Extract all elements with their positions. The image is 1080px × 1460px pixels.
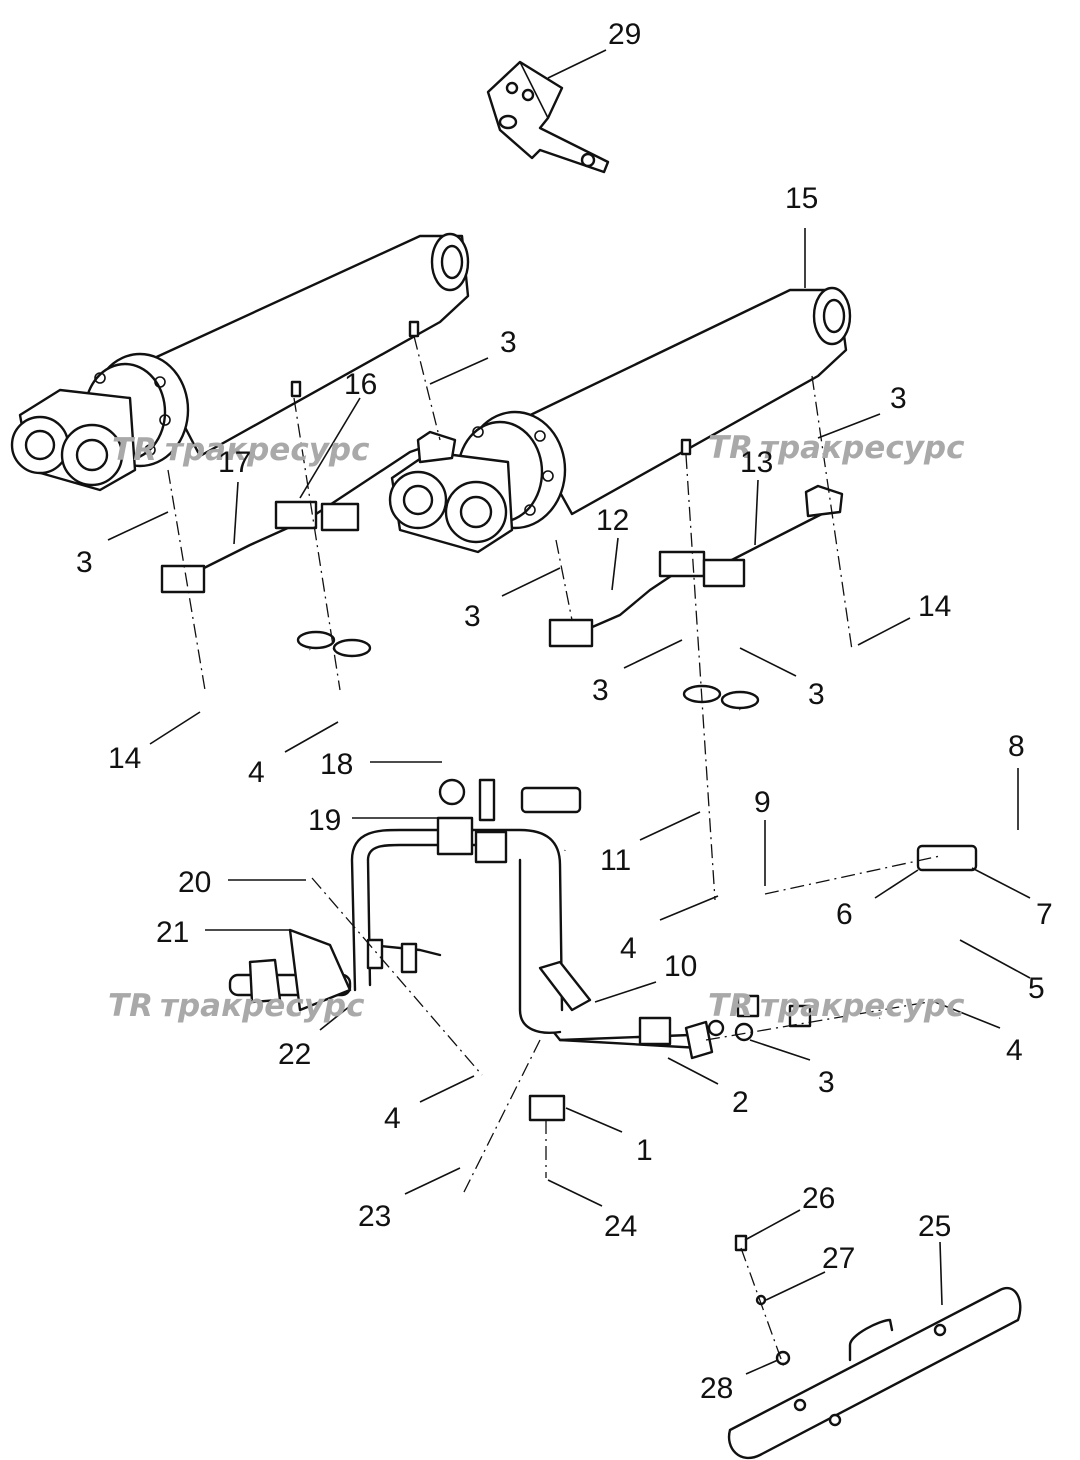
callout-20: 20 bbox=[178, 866, 211, 899]
callout-17: 17 bbox=[218, 446, 251, 479]
callout-4-b: 4 bbox=[620, 932, 637, 965]
callout-11: 11 bbox=[600, 844, 631, 877]
watermark-bottom-right: TR тракресурс bbox=[708, 988, 965, 1024]
callout-3-b: 3 bbox=[890, 382, 907, 415]
hoses-right bbox=[682, 684, 981, 1027]
callout-29: 29 bbox=[608, 18, 641, 51]
callout-10: 10 bbox=[664, 950, 697, 983]
callout-15: 15 bbox=[785, 182, 818, 215]
callout-3-d: 3 bbox=[464, 600, 481, 633]
callout-14-b: 14 bbox=[108, 742, 141, 775]
leader-lines bbox=[107, 49, 1031, 1375]
callout-4-a: 4 bbox=[248, 756, 265, 789]
callout-4-c: 4 bbox=[1006, 1034, 1023, 1067]
callout-6: 6 bbox=[836, 898, 853, 931]
assembly-lines bbox=[167, 335, 941, 1371]
watermark-logo: TR bbox=[112, 432, 157, 468]
callout-23: 23 bbox=[358, 1200, 391, 1233]
callout-labels: 29 15 3 16 3 17 13 12 3 14 3 3 3 14 4 18… bbox=[76, 18, 1053, 1405]
cylinder-right bbox=[388, 286, 852, 554]
callout-5: 5 bbox=[1028, 972, 1045, 1005]
callout-21: 21 bbox=[156, 916, 189, 949]
callout-3-f: 3 bbox=[808, 678, 825, 711]
watermark-logo: TR bbox=[708, 988, 753, 1024]
watermark-bottom-left: TR тракресурс bbox=[108, 988, 365, 1024]
pipe-16-17 bbox=[160, 430, 457, 594]
callout-4-d: 4 bbox=[384, 1102, 401, 1135]
watermark-logo: TR bbox=[108, 988, 153, 1024]
watermark-logo: TR bbox=[708, 430, 753, 466]
callout-12: 12 bbox=[596, 504, 629, 537]
callout-9: 9 bbox=[754, 786, 771, 819]
callout-2: 2 bbox=[732, 1086, 749, 1119]
watermark-top-left: TR тракресурс bbox=[112, 432, 370, 468]
callout-8: 8 bbox=[1008, 730, 1025, 763]
callout-16: 16 bbox=[344, 368, 377, 401]
callout-3-e: 3 bbox=[592, 674, 609, 707]
callout-18: 18 bbox=[320, 748, 353, 781]
callout-28: 28 bbox=[700, 1372, 733, 1405]
bracket-29 bbox=[486, 60, 610, 174]
callout-3-a: 3 bbox=[500, 326, 517, 359]
cylinder-left bbox=[10, 232, 470, 492]
callout-26: 26 bbox=[802, 1182, 835, 1215]
callout-3-g: 3 bbox=[818, 1066, 835, 1099]
callout-14-a: 14 bbox=[918, 590, 951, 623]
callout-13: 13 bbox=[740, 446, 773, 479]
callout-27: 27 bbox=[822, 1242, 855, 1275]
pipe-12-13 bbox=[548, 484, 844, 648]
callout-25: 25 bbox=[918, 1210, 951, 1243]
callout-3-c: 3 bbox=[76, 546, 93, 579]
watermark-text: тракресурс bbox=[165, 432, 370, 468]
tube-assembly bbox=[228, 778, 812, 1122]
watermark-text: тракресурс bbox=[760, 988, 965, 1024]
watermark-text: тракресурс bbox=[160, 988, 365, 1024]
watermark-top-right: TR тракресурс bbox=[708, 430, 965, 466]
watermark-text: тракресурс bbox=[760, 430, 965, 466]
callout-24: 24 bbox=[604, 1210, 637, 1243]
callout-22: 22 bbox=[278, 1038, 311, 1071]
cover-25 bbox=[727, 1234, 1022, 1460]
hoses-left bbox=[296, 630, 582, 954]
callout-1: 1 bbox=[636, 1134, 653, 1167]
callout-19: 19 bbox=[308, 804, 341, 837]
callout-7: 7 bbox=[1036, 898, 1053, 931]
